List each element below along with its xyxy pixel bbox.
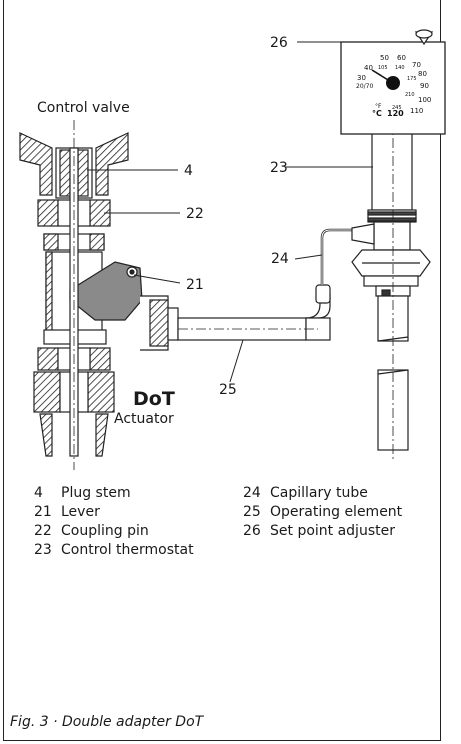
callout-21: 21 [186, 277, 204, 293]
legend-text: Lever [61, 504, 100, 520]
dial-unit-c: °C [372, 109, 382, 118]
callout-23: 23 [270, 160, 288, 176]
label-control-valve: Control valve [37, 100, 130, 116]
legend-text: Plug stem [61, 485, 131, 501]
dial-label-110: 110 [410, 107, 423, 115]
callout-22: 22 [186, 206, 204, 222]
legend-item: 21 Lever [34, 503, 194, 522]
label-dot: DoT [133, 388, 175, 410]
legend-item: 26 Set point adjuster [243, 522, 402, 541]
legend-text: Coupling pin [61, 523, 149, 539]
dial-inner-210: 210 [405, 92, 415, 98]
legend-item: 23 Control thermostat [34, 541, 194, 560]
operating-element-tube [177, 284, 331, 341]
legend-number: 21 [34, 504, 52, 520]
control-valve-body [19, 132, 129, 199]
dial-label-80: 80 [418, 70, 427, 78]
dial-label-40: 40 [364, 64, 373, 72]
dial-inner-245: 245 [392, 105, 402, 111]
legend-number: 23 [34, 542, 52, 558]
legend-text: Set point adjuster [270, 523, 395, 539]
leader-lines [87, 41, 416, 383]
dial-label-70: 70 [412, 61, 421, 69]
legend-item: 22 Coupling pin [34, 522, 194, 541]
set-point-adjuster: 30 40 50 60 70 80 90 100 110 120 20/70 1… [340, 29, 446, 135]
dial-unit-f: °F [375, 103, 382, 110]
legend-number: 22 [34, 523, 52, 539]
legend-item: 25 Operating element [243, 503, 402, 522]
figure-frame [3, 0, 441, 741]
control-thermostat [351, 129, 431, 451]
dial-label-60: 60 [397, 54, 406, 62]
legend-text: Control thermostat [61, 542, 194, 558]
dial-inner-140: 140 [395, 65, 405, 71]
figure-caption: Fig. 3 · Double adapter DoT [10, 714, 204, 730]
dial-label-30: 30 [357, 74, 366, 82]
adapter-housing [43, 251, 179, 351]
legend-text: Capillary tube [270, 485, 368, 501]
dial-label-90: 90 [420, 82, 429, 90]
legend-number: 25 [243, 504, 261, 520]
callout-24: 24 [271, 251, 289, 267]
double-adapter-diagram: 30 40 50 60 70 80 90 100 110 120 20/70 1… [19, 29, 446, 470]
callout-4: 4 [184, 163, 193, 179]
actuator-connection [33, 347, 115, 457]
dial-inner-105: 105 [378, 65, 388, 71]
legend-item: 4 Plug stem [34, 484, 194, 503]
dial-inner-20-70: 20/70 [356, 83, 373, 90]
dial-label-120: 120 [387, 109, 404, 118]
legend-number: 24 [243, 485, 261, 501]
legend-right: 24 Capillary tube 25 Operating element 2… [243, 484, 402, 541]
coupling-nuts-upper [37, 199, 111, 251]
callout-26: 26 [270, 35, 288, 51]
legend-number: 4 [34, 485, 43, 501]
legend-text: Operating element [270, 504, 403, 520]
dial-label-50: 50 [380, 54, 389, 62]
legend-item: 24 Capillary tube [243, 484, 402, 503]
dial-label-100: 100 [418, 96, 431, 104]
legend-number: 26 [243, 523, 261, 539]
dial-inner-175: 175 [407, 76, 417, 82]
label-actuator: Actuator [114, 411, 174, 427]
callout-25: 25 [219, 382, 237, 398]
legend-left: 4 Plug stem 21 Lever 22 Coupling pin 23 … [34, 484, 194, 560]
